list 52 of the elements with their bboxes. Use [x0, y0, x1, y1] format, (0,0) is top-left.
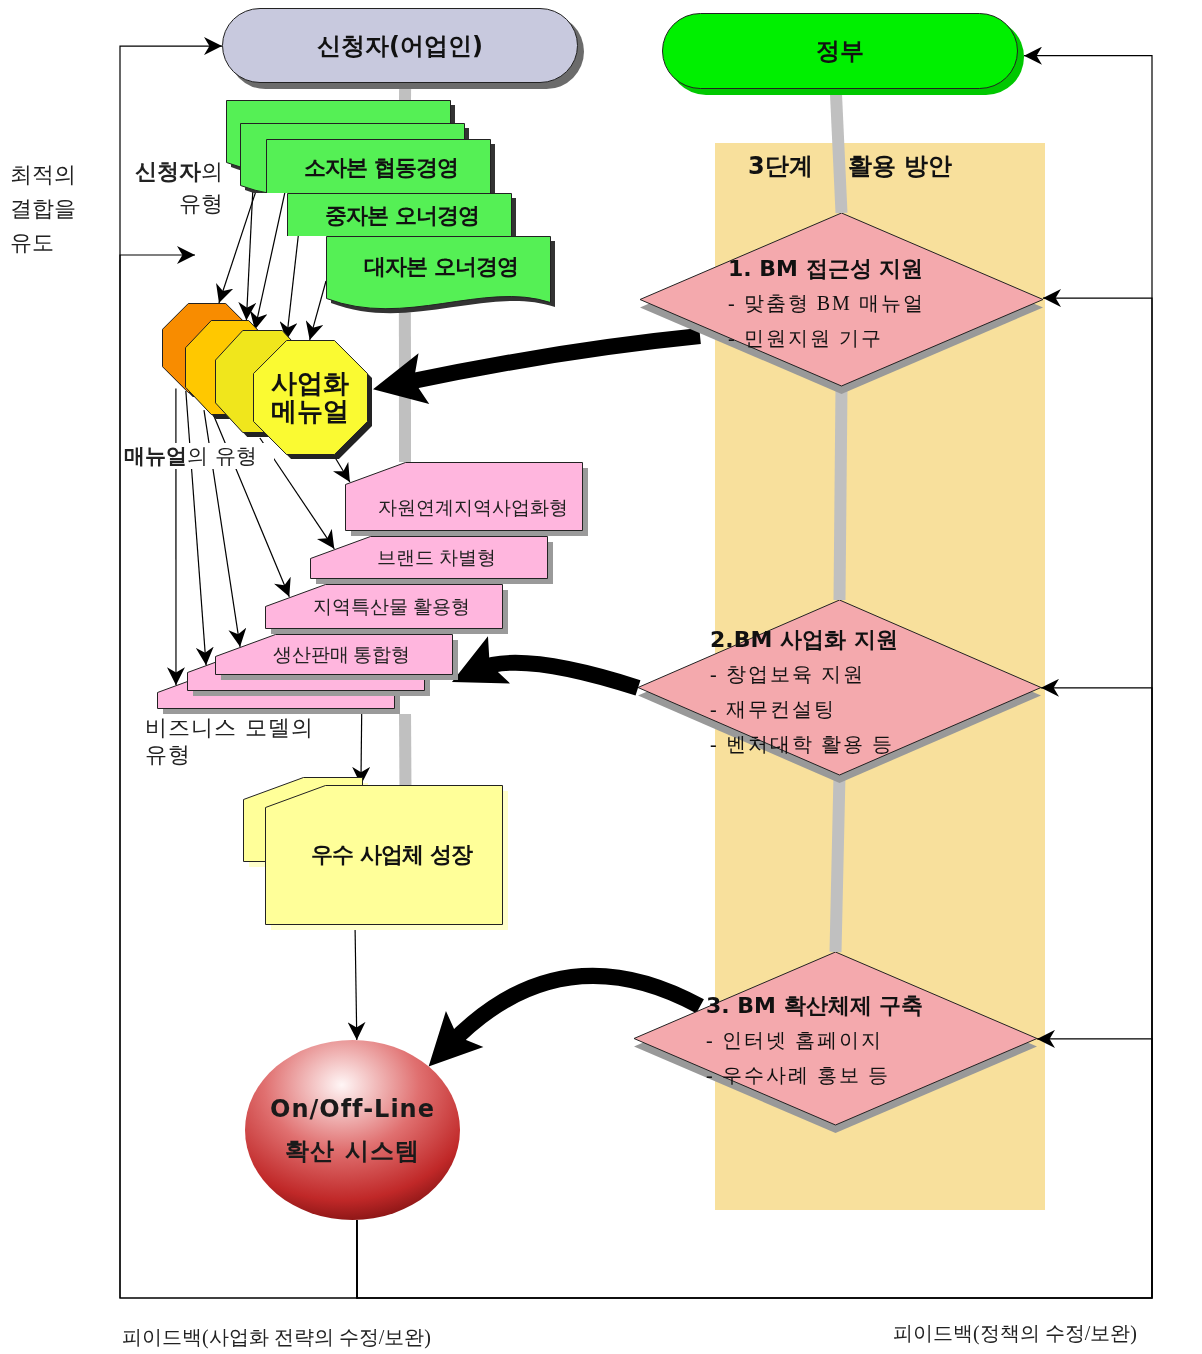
- node-title: On/Off-Line 확산 시스템: [269, 1094, 436, 1167]
- arrow: [305, 280, 327, 341]
- feedback-label: 피이드백(정책의 수정/보완): [893, 1321, 1138, 1347]
- node-title: 지역특산물 활용형: [313, 594, 470, 619]
- connector-bar: [399, 713, 412, 785]
- node-title: 대자본 오너경영: [364, 253, 518, 281]
- system-circle: [245, 1040, 460, 1220]
- arrow: [356, 1029, 1153, 1299]
- type-card: [345, 462, 588, 536]
- node-title: 정부: [816, 36, 864, 67]
- arrow: [166, 387, 185, 686]
- arrow: [119, 246, 358, 1299]
- type-card: [265, 584, 508, 634]
- list-item: - 우수사례 홍보 등: [706, 1063, 890, 1088]
- node-title: 브랜드 차별형: [377, 545, 496, 570]
- decision-diamond: [638, 600, 1041, 783]
- group-label: 매뉴얼의 유형: [124, 443, 274, 469]
- group-label: 비즈니스 모델의 유형: [145, 714, 315, 768]
- node-title: 생산판매 통합형: [272, 642, 411, 667]
- start-pill: [222, 8, 584, 89]
- diamond-heading: 3. BM 확산체제 구축: [706, 992, 924, 1020]
- group-label: 신청자의 유형: [134, 158, 223, 218]
- node-title: 소자본 협동경영: [304, 154, 458, 182]
- column-title: 3단계: [748, 151, 814, 182]
- column-title: 활용 방안: [848, 151, 954, 182]
- node-title: 사업화 메뉴얼: [270, 369, 350, 425]
- node-title: 신청자(어업인): [317, 30, 483, 62]
- node-title: 자원연계지역사업화형: [377, 495, 568, 520]
- connector-bar: [398, 312, 411, 462]
- arrow: [347, 929, 366, 1041]
- card-stack: [157, 634, 458, 714]
- node-title: 중자본 오너경영: [325, 202, 479, 230]
- type-card: [310, 536, 553, 584]
- result-card: [243, 777, 508, 930]
- start-pill: [662, 13, 1024, 95]
- curved-arrow: [428, 967, 704, 1067]
- list-item: - 민원지원 기구: [728, 326, 883, 351]
- list-item: - 맞춤형 BM 매뉴얼: [728, 291, 925, 316]
- list-item: - 재무컨설팅: [710, 697, 836, 722]
- list-item: - 인터넷 홈페이지: [706, 1028, 883, 1053]
- decision-diamond: [634, 952, 1037, 1133]
- diamond-heading: 1. BM 접근성 지원: [728, 255, 924, 283]
- node-title: 우수 사업체 성장: [311, 841, 472, 869]
- curved-arrow: [452, 636, 641, 696]
- decision-diamond: [640, 213, 1043, 394]
- arrow: [203, 409, 247, 648]
- arrow: [185, 390, 214, 666]
- curved-arrow: [373, 328, 701, 405]
- note-text: 최적의 결합을 유도: [10, 161, 77, 257]
- list-item: - 창업보육 지원: [710, 662, 865, 687]
- document-shape: [287, 193, 517, 236]
- feedback-label: 피이드백(사업화 전략의 수정/보완): [122, 1325, 432, 1351]
